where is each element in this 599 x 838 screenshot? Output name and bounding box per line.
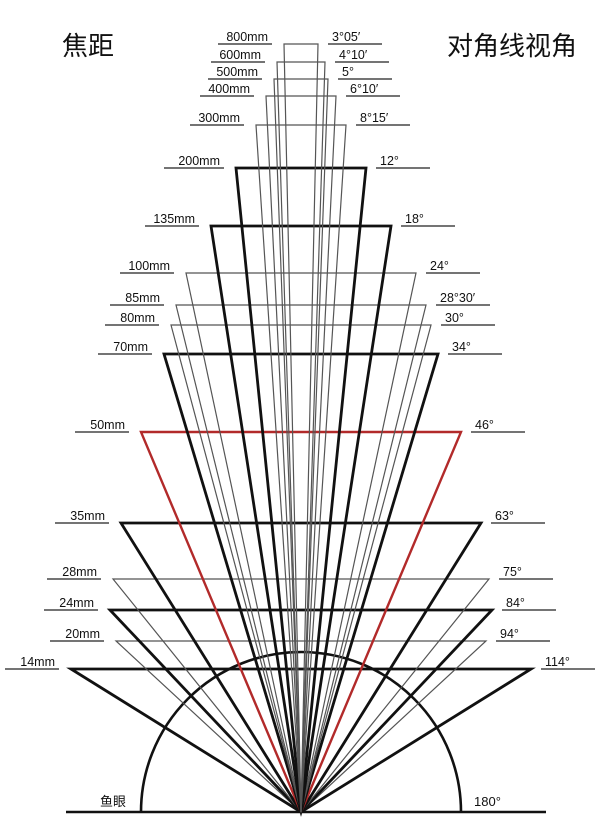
angle-triangle-35mm [118, 521, 484, 815]
focal-label: 35mm [70, 509, 105, 523]
focal-label: 85mm [125, 291, 160, 305]
angle-triangle-100mm [185, 272, 417, 813]
angle-triangle-600mm [276, 61, 326, 813]
angle-label: 4°10′ [339, 48, 368, 62]
focal-label: 400mm [208, 82, 250, 96]
fisheye-group: 鱼眼 180° [66, 650, 546, 814]
focal-label: 80mm [120, 311, 155, 325]
focal-label: 500mm [216, 65, 258, 79]
angle-of-view-title: 对角线视角 [446, 32, 577, 62]
angle-triangle-300mm [255, 124, 347, 813]
angle-triangle-800mm [283, 43, 319, 813]
focal-label: 50mm [90, 418, 125, 432]
focal-label: 20mm [65, 627, 100, 641]
focal-label: 300mm [198, 111, 240, 125]
focal-label: 600mm [219, 48, 261, 62]
angle-label: 5° [342, 65, 354, 79]
angle-label: 3°05′ [332, 30, 361, 44]
angle-triangle-85mm [175, 304, 427, 813]
focal-label: 135mm [153, 212, 195, 226]
angle-triangle-70mm [162, 352, 440, 817]
focal-label: 800mm [226, 30, 268, 44]
angle-label: 34° [452, 340, 471, 354]
angle-label: 18° [405, 212, 424, 226]
focal-label: 24mm [59, 596, 94, 610]
angle-label: 46° [475, 418, 494, 432]
angle-triangle-500mm [273, 78, 329, 813]
focal-label: 70mm [113, 340, 148, 354]
angle-label: 28°30′ [440, 291, 476, 305]
angle-triangle-50mm [139, 430, 463, 816]
angle-label: 8°15′ [360, 111, 389, 125]
angle-triangle-135mm [209, 224, 393, 813]
angle-label: 63° [495, 509, 514, 523]
row-labels: 14mm 114° 20mm 94° 24mm 84° 28mm 75° 35mm 63° 50mm… [5, 30, 595, 670]
angle-label: 75° [503, 565, 522, 579]
angle-triangle-80mm [170, 324, 432, 815]
focal-label: 28mm [62, 565, 97, 579]
fisheye-angle-label: 180° [474, 794, 501, 809]
focal-label: 200mm [178, 154, 220, 168]
angle-triangle-20mm [114, 640, 488, 813]
angle-triangle-400mm [265, 95, 337, 813]
angle-triangle-24mm [106, 608, 496, 815]
focal-length-title: 焦距 [62, 32, 115, 62]
fisheye-arc [139, 650, 463, 813]
angle-label: 24° [430, 259, 449, 273]
angle-label: 84° [506, 596, 525, 610]
fisheye-focal-label: 鱼眼 [100, 794, 126, 809]
angle-label: 6°10′ [350, 82, 379, 96]
angle-label: 30° [445, 311, 464, 325]
focal-label: 14mm [20, 655, 55, 669]
angle-triangle-14mm [66, 667, 536, 814]
angle-triangle-28mm [111, 578, 491, 813]
angle-triangle-200mm [234, 166, 368, 813]
angle-label: 94° [500, 627, 519, 641]
angle-label: 12° [380, 154, 399, 168]
focal-label: 100mm [128, 259, 170, 273]
angle-label: 114° [545, 655, 570, 669]
angle-rays [66, 43, 536, 817]
